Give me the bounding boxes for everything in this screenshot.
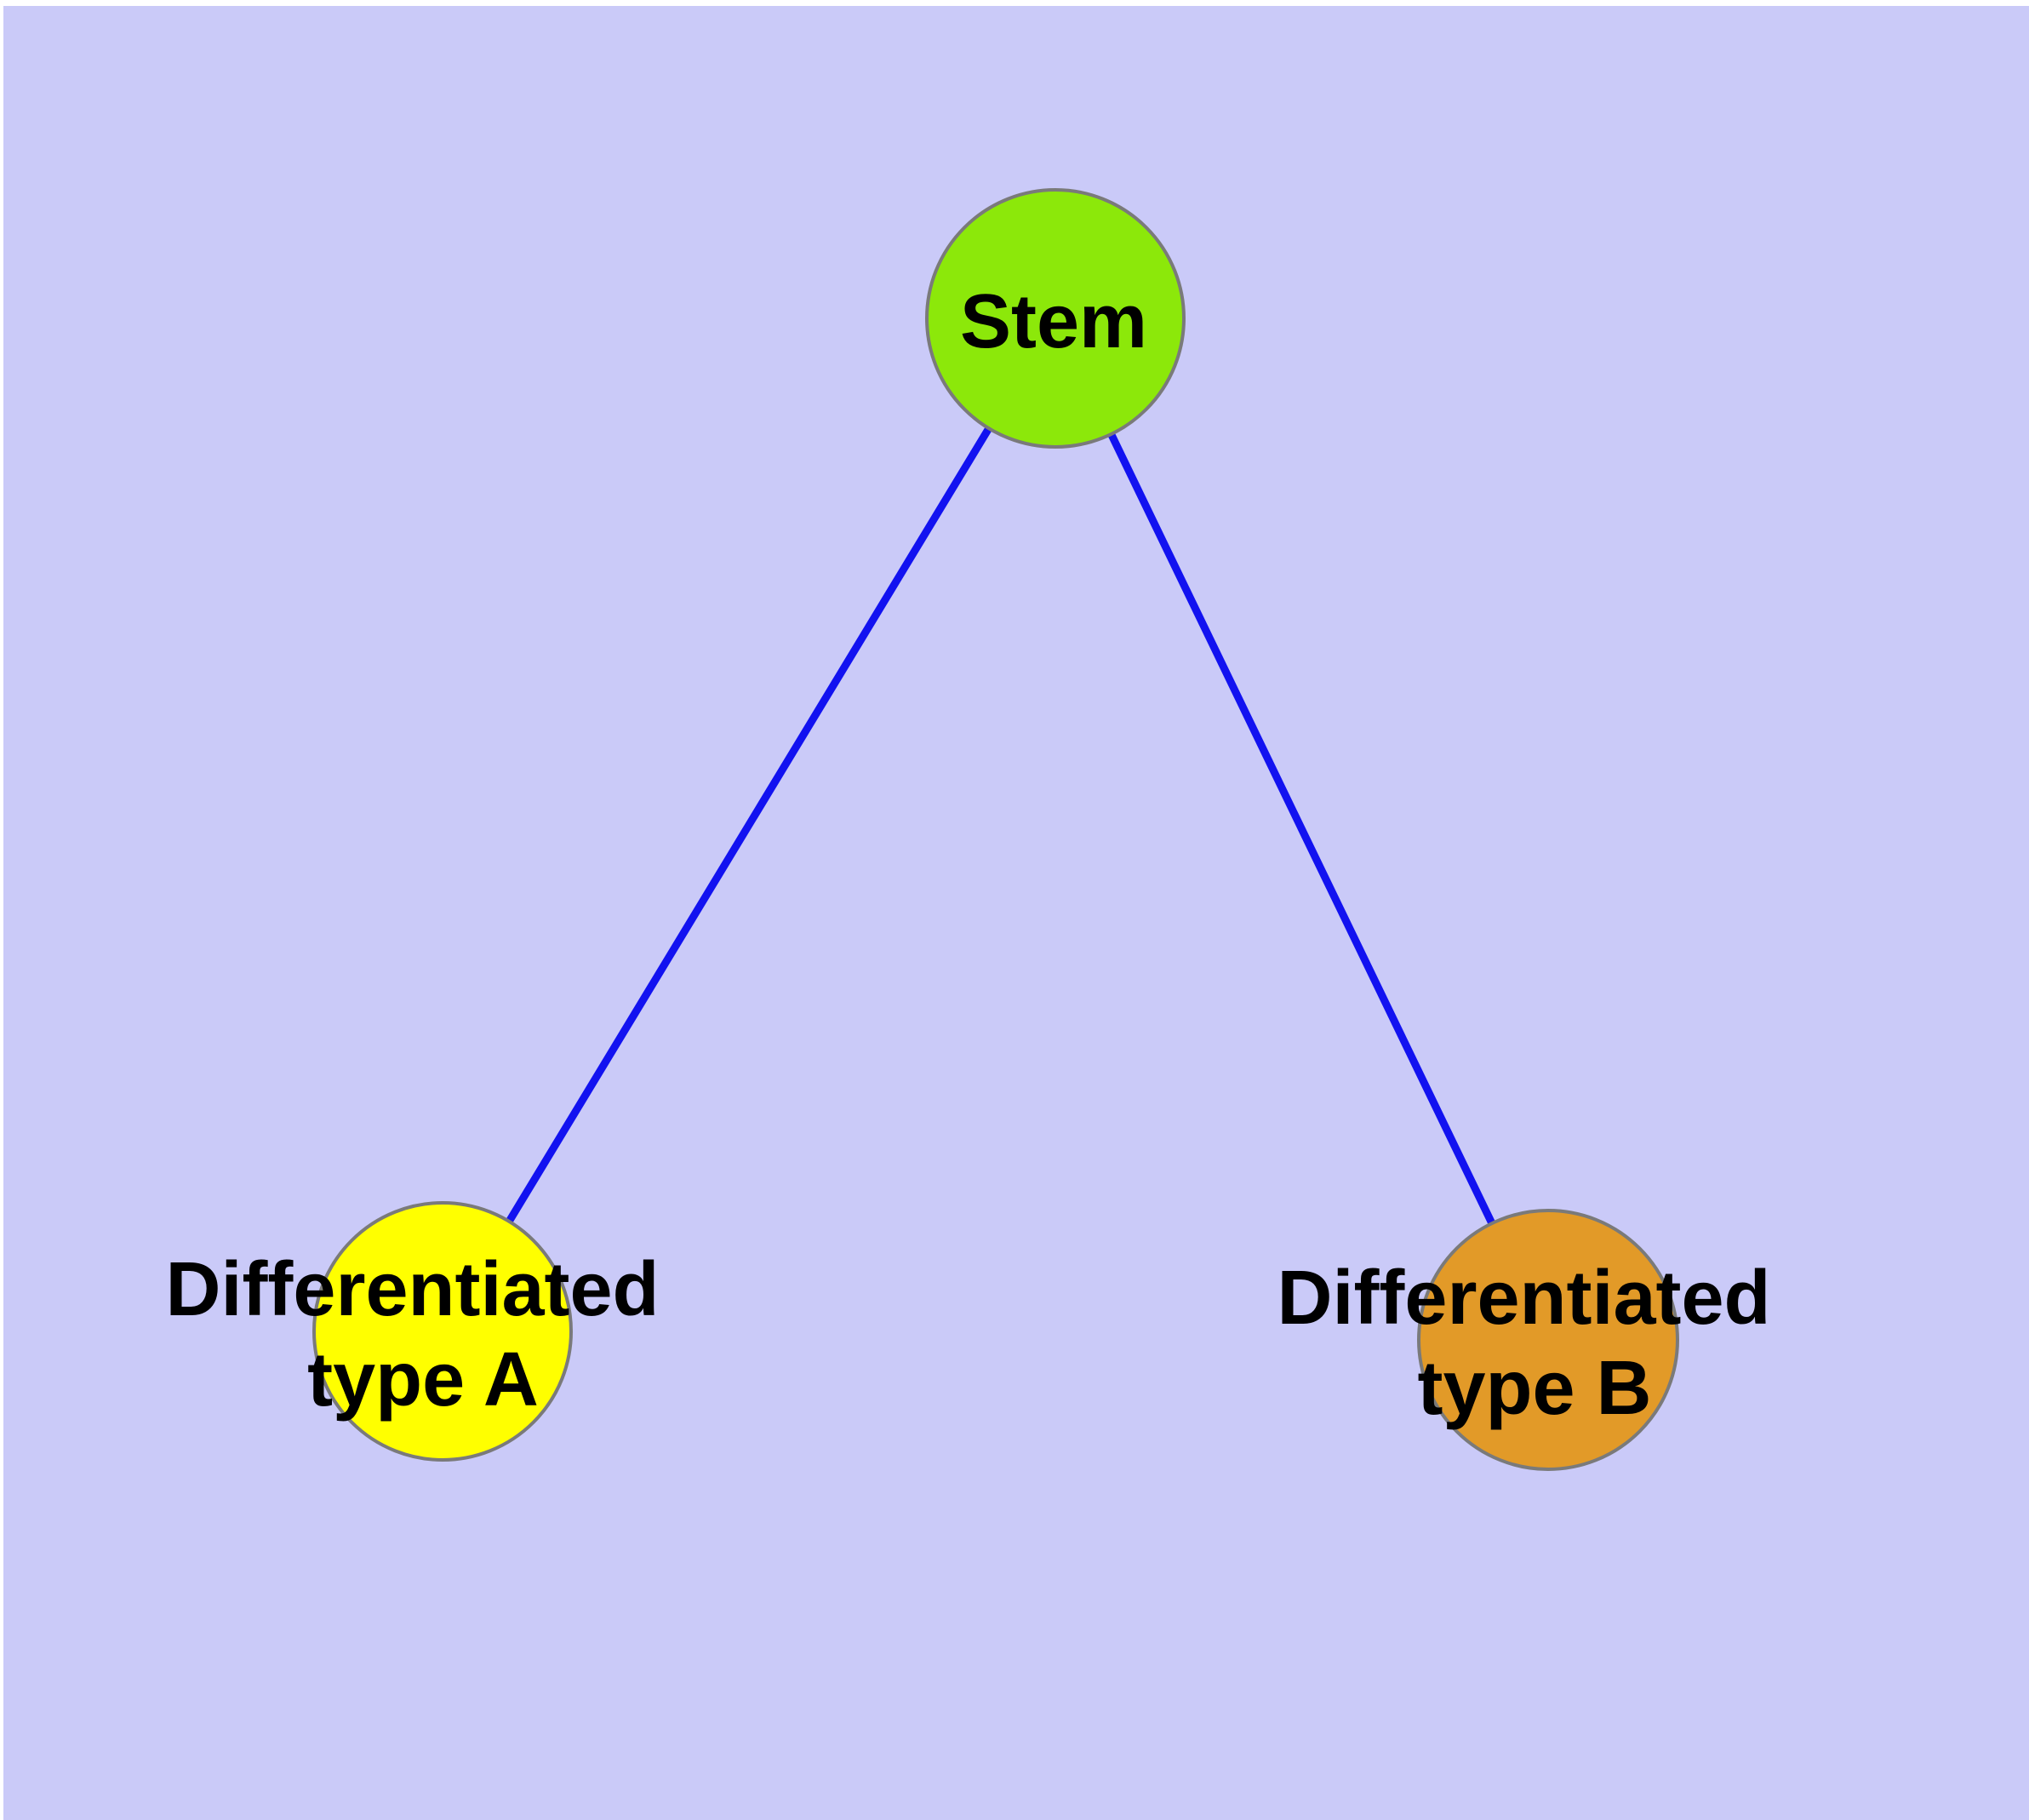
node-type-b-label-line-2: type B [1417,1346,1651,1431]
node-type-a-label-line-1: Differentiated [165,1247,659,1332]
node-type-b-circle [1417,1209,1679,1471]
node-stem-circle [925,188,1186,449]
node-type-a-circle [312,1201,573,1462]
node-type-b-label: Differentiated type B [1277,1256,1792,1431]
node-type-a-label: Differentiated type A [165,1247,680,1422]
node-type-a-label-line-2: type A [307,1337,539,1422]
edge-stem-to-type-b [1051,314,1552,1344]
node-type-b-label-line-1: Differentiated [1277,1256,1770,1341]
edge-stem-to-type-a [438,314,1060,1336]
node-stem-label: Stem [960,279,1147,364]
